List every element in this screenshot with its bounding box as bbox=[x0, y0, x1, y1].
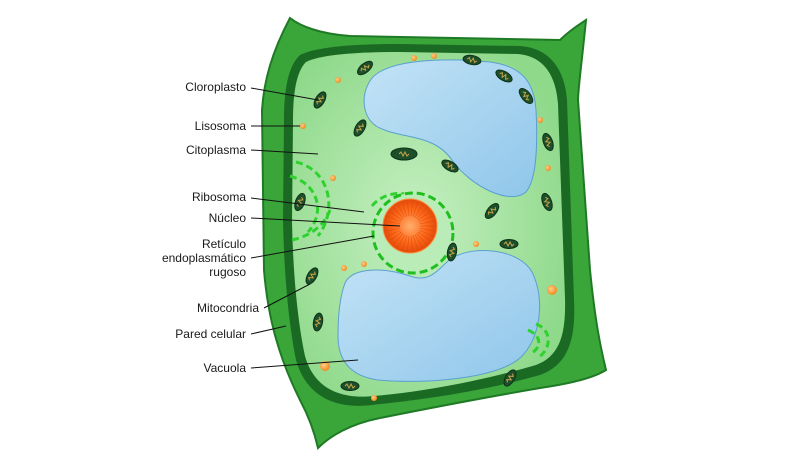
leader-lines bbox=[250, 87, 401, 369]
chloroplast bbox=[518, 88, 534, 104]
label-lisosoma: Lisosoma bbox=[195, 119, 247, 133]
label-ribosoma: Ribosoma bbox=[192, 190, 246, 204]
chloroplast bbox=[305, 267, 319, 285]
chloroplast bbox=[357, 60, 373, 76]
chloroplast bbox=[353, 119, 367, 137]
chloroplast bbox=[503, 369, 517, 387]
chloroplast bbox=[542, 132, 554, 152]
lysosome bbox=[320, 361, 330, 371]
lysosome bbox=[545, 165, 551, 171]
nucleus bbox=[382, 198, 438, 254]
label-reticulo-line3: rugoso bbox=[209, 265, 246, 279]
labels: Cloroplasto Lisosoma Citoplasma Ribosoma… bbox=[162, 80, 259, 375]
chloroplasts bbox=[294, 54, 554, 391]
chloroplast bbox=[499, 239, 519, 249]
label-vacuola: Vacuola bbox=[204, 361, 247, 375]
chloroplast bbox=[541, 192, 553, 212]
lysosome bbox=[361, 261, 367, 267]
lysosome bbox=[371, 395, 377, 401]
lysosome bbox=[341, 265, 347, 271]
label-pared-celular: Pared celular bbox=[175, 327, 246, 341]
chloroplast bbox=[484, 203, 500, 219]
chloroplast bbox=[294, 192, 306, 212]
label-cloroplasto: Cloroplasto bbox=[185, 80, 246, 94]
chloroplast bbox=[446, 242, 458, 262]
chloroplast bbox=[312, 312, 324, 332]
label-reticulo-line2: endoplasmático bbox=[162, 251, 246, 265]
chloroplast bbox=[462, 54, 482, 66]
lysosomes bbox=[300, 53, 557, 401]
vacuole-lower bbox=[337, 250, 541, 382]
lysosome bbox=[537, 117, 543, 123]
label-reticulo-line1: Retículo bbox=[202, 237, 246, 251]
lysosome bbox=[473, 241, 479, 247]
lysosome bbox=[335, 77, 341, 83]
chloroplast bbox=[441, 159, 459, 173]
chloroplast bbox=[390, 147, 418, 161]
lysosome bbox=[411, 55, 417, 61]
nucleus-texture bbox=[385, 201, 435, 251]
label-nucleo: Núcleo bbox=[209, 211, 247, 225]
lysosome bbox=[330, 175, 336, 181]
label-citoplasma: Citoplasma bbox=[186, 143, 246, 157]
chloroplast bbox=[340, 381, 360, 391]
lysosome bbox=[300, 123, 306, 129]
label-mitocondria: Mitocondria bbox=[197, 301, 259, 315]
chloroplast bbox=[495, 69, 513, 83]
chloroplast bbox=[313, 91, 327, 109]
lysosome bbox=[547, 285, 557, 295]
lysosome bbox=[431, 53, 437, 59]
